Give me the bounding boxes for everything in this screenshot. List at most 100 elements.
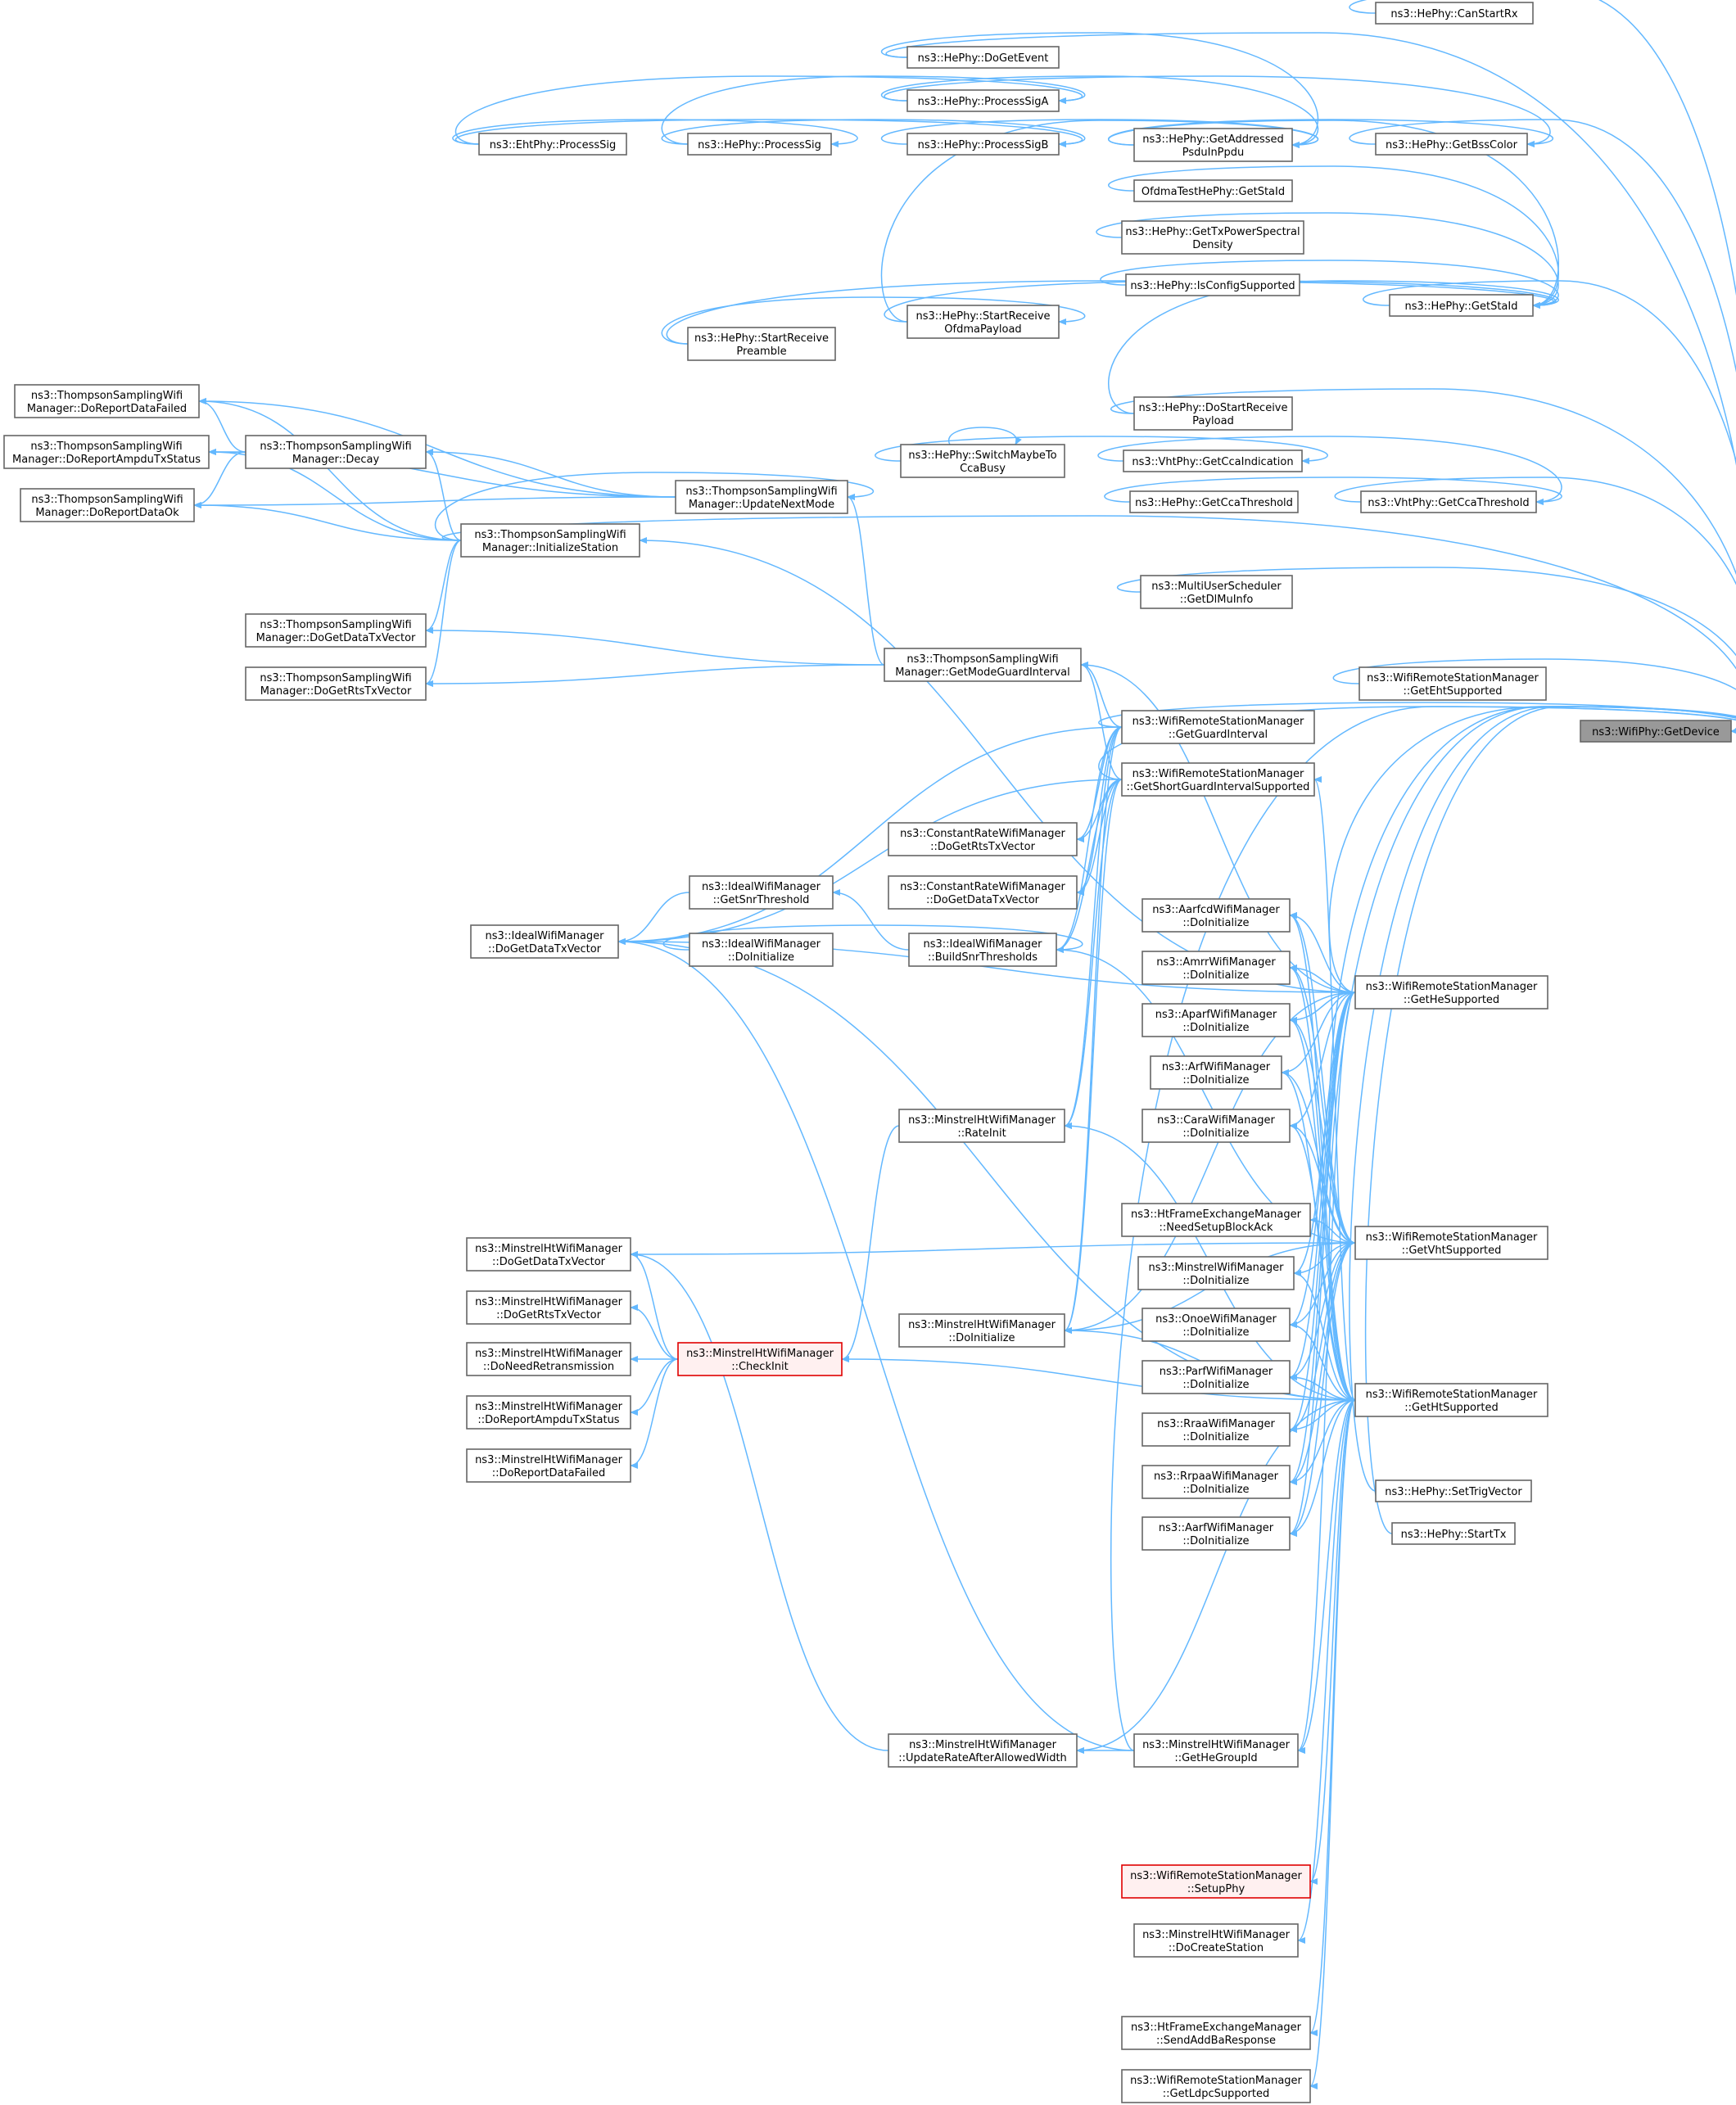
node-box (1375, 1479, 1532, 1502)
node-ideal-get-data[interactable]: ns3::IdealWifiManager::DoGetDataTxVector (470, 924, 619, 959)
node-rsm-get-ht[interactable]: ns3::WifiRemoteStationManager::GetHtSupp… (1354, 1383, 1548, 1417)
node-process-sig-a[interactable]: ns3::HePhy::ProcessSigA (906, 89, 1060, 112)
node-mht-data-failed[interactable]: ns3::MinstrelHtWifiManager::DoReportData… (466, 1448, 631, 1483)
node-mht-get-data[interactable]: ns3::MinstrelHtWifiManager::DoGetDataTxV… (466, 1237, 631, 1272)
node-ideal-get-snr[interactable]: ns3::IdealWifiManager::GetSnrThreshold (689, 875, 834, 910)
edge-rsm-get-ht-to-aparf (1289, 1017, 1356, 1401)
node-ideal-build[interactable]: ns3::IdealWifiManager::BuildSnrThreshold… (908, 933, 1057, 967)
node-is-config[interactable]: ns3::HePhy::IsConfigSupported (1125, 273, 1300, 296)
node-parf[interactable]: ns3::ParfWifiManager::DoInitialize (1142, 1360, 1291, 1394)
node-rsm-get-vht[interactable]: ns3::WifiRemoteStationManager::GetVhtSup… (1354, 1226, 1548, 1260)
node-label: ns3::HePhy::CanStartRx (1390, 8, 1517, 20)
node-can-start-rx[interactable]: ns3::HePhy::CanStartRx (1375, 2, 1534, 25)
node-box (1129, 490, 1299, 513)
node-get-bss-color[interactable]: ns3::HePhy::GetBssColor (1375, 133, 1528, 156)
node-ts-get-data[interactable]: ns3::ThompsonSamplingWifiManager::DoGetD… (245, 613, 427, 648)
node-process-sig-b[interactable]: ns3::HePhy::ProcessSigB (906, 133, 1060, 156)
node-mht-get-he-group[interactable]: ns3::MinstrelHtWifiManager::GetHeGroupId (1133, 1733, 1299, 1768)
edge-he-process-sig-to-process-sig-b (661, 119, 1086, 147)
node-rsm-get-sgi[interactable]: ns3::WifiRemoteStationManager::GetShortG… (1121, 762, 1315, 797)
node-he-get-cca-thr[interactable]: ns3::HePhy::GetCcaThreshold (1129, 490, 1299, 513)
edge-switch-cca-to-vht-get-cca-ind (875, 436, 1328, 464)
edge-he-get-cca-thr-to-vht-get-cca-thr (1104, 477, 1562, 505)
node-mht-update-rate[interactable]: ns3::MinstrelHtWifiManager::UpdateRateAf… (888, 1733, 1078, 1768)
node-label: ns3::MinstrelHtWifiManager (475, 1401, 623, 1413)
edge-rsm-get-he-to-arf (1281, 992, 1356, 1076)
node-ideal-do-init[interactable]: ns3::IdealWifiManager::DoInitialize (689, 933, 834, 967)
edge-ts-get-mode-to-ts-update-next (847, 494, 885, 666)
node-ts-get-mode[interactable]: ns3::ThompsonSamplingWifiManager::GetMod… (884, 648, 1082, 682)
node-ts-data-ok[interactable]: ns3::ThompsonSamplingWifiManager::DoRepo… (20, 488, 195, 522)
edge-rsm-get-ht-to-mht-check-init (841, 1356, 1356, 1401)
node-root[interactable]: ns3::WifiPhy::GetDevice (1580, 720, 1732, 743)
node-cr-get-data[interactable]: ns3::ConstantRateWifiManager::DoGetDataT… (888, 875, 1078, 910)
node-box (1359, 666, 1547, 701)
node-label: ::RateInit (957, 1127, 1006, 1140)
node-ts-update-next[interactable]: ns3::ThompsonSamplingWifiManager::Update… (675, 480, 848, 514)
node-rsm-get-eht[interactable]: ns3::WifiRemoteStationManager::GetEhtSup… (1359, 666, 1547, 701)
node-mht-do-init[interactable]: ns3::MinstrelHtWifiManager::DoInitialize (898, 1313, 1065, 1348)
node-label: Manager::DoGetDataTxVector (256, 632, 416, 644)
node-ht-send-add-ba[interactable]: ns3::HtFrameExchangeManager::SendAddBaRe… (1121, 2016, 1311, 2050)
node-ts-init-station[interactable]: ns3::ThompsonSamplingWifiManager::Initia… (460, 523, 640, 558)
node-label: ns3::IdealWifiManager (923, 938, 1042, 951)
node-box (1142, 898, 1291, 933)
node-minstrel-init[interactable]: ns3::MinstrelWifiManager::DoInitialize (1137, 1256, 1295, 1290)
node-aparf[interactable]: ns3::AparfWifiManager::DoInitialize (1142, 1003, 1291, 1037)
node-rrpaa[interactable]: ns3::RrpaaWifiManager::DoInitialize (1142, 1465, 1291, 1499)
node-rsm-get-ldpc[interactable]: ns3::WifiRemoteStationManager::GetLdpcSu… (1121, 2069, 1311, 2103)
node-get-sta-id[interactable]: ns3::HePhy::GetStaId (1389, 294, 1534, 317)
node-label: Manager::GetModeGuardInterval (895, 666, 1070, 679)
node-box (1123, 449, 1303, 472)
node-rsm-setup-phy[interactable]: ns3::WifiRemoteStationManager::SetupPhy (1121, 1864, 1311, 1899)
node-eht-process-sig[interactable]: ns3::EhtPhy::ProcessSig (478, 133, 627, 156)
node-onoe[interactable]: ns3::OnoeWifiManager::DoInitialize (1142, 1308, 1291, 1342)
node-mht-ampdu[interactable]: ns3::MinstrelHtWifiManager::DoReportAmpd… (466, 1395, 631, 1430)
node-amrr[interactable]: ns3::AmrrWifiManager::DoInitialize (1142, 951, 1291, 985)
node-label: ns3::MinstrelHtWifiManager (686, 1348, 834, 1360)
node-ht-need-setup[interactable]: ns3::HtFrameExchangeManager::NeedSetupBl… (1121, 1203, 1311, 1237)
edge-rsm-get-ht-to-rrpaa (1289, 1399, 1356, 1485)
node-rsm-get-gi[interactable]: ns3::WifiRemoteStationManager::GetGuardI… (1121, 710, 1315, 744)
edge-rsm-get-gi-to-root (1098, 702, 1736, 734)
node-mht-check-init[interactable]: ns3::MinstrelHtWifiManager::CheckInit (677, 1342, 843, 1376)
node-aarfcd[interactable]: ns3::AarfcdWifiManager::DoInitialize (1142, 898, 1291, 933)
node-cara[interactable]: ns3::CaraWifiManager::DoInitialize (1142, 1109, 1291, 1143)
node-arf[interactable]: ns3::ArfWifiManager::DoInitialize (1150, 1055, 1282, 1090)
node-label: Payload (1192, 415, 1234, 427)
node-mht-get-rts[interactable]: ns3::MinstrelHtWifiManager::DoGetRtsTxVe… (466, 1290, 631, 1325)
node-aarf[interactable]: ns3::AarfWifiManager::DoInitialize (1142, 1516, 1291, 1551)
node-box (3, 435, 210, 469)
node-mht-do-create[interactable]: ns3::MinstrelHtWifiManager::DoCreateStat… (1133, 1923, 1299, 1958)
node-ts-ampdu[interactable]: ns3::ThompsonSamplingWifiManager::DoRepo… (3, 435, 210, 469)
node-mht-rate-init[interactable]: ns3::MinstrelHtWifiManager::RateInit (898, 1109, 1065, 1143)
node-rsm-get-he[interactable]: ns3::WifiRemoteStationManager::GetHeSupp… (1354, 975, 1548, 1010)
node-box (900, 444, 1065, 478)
node-vht-get-cca-ind[interactable]: ns3::VhtPhy::GetCcaIndication (1123, 449, 1303, 472)
node-label: Manager::DoReportDataFailed (27, 403, 187, 415)
node-rraa[interactable]: ns3::RraaWifiManager::DoInitialize (1142, 1412, 1291, 1447)
node-label: ns3::OnoeWifiManager (1155, 1313, 1277, 1326)
edge-rsm-get-vht-to-amrr (1289, 964, 1356, 1244)
node-he-process-sig[interactable]: ns3::HePhy::ProcessSig (687, 133, 832, 156)
node-he-start-tx[interactable]: ns3::HePhy::StartTx (1391, 1522, 1516, 1545)
node-ofdma-get-sta-id[interactable]: OfdmaTestHePhy::GetStaId (1133, 179, 1293, 202)
node-cr-get-rts[interactable]: ns3::ConstantRateWifiManager::DoGetRtsTx… (888, 822, 1078, 856)
node-do-get-event[interactable]: ns3::HePhy::DoGetEvent (906, 46, 1060, 69)
node-mu-get-dl-mu[interactable]: ns3::MultiUserScheduler::GetDlMuInfo (1140, 575, 1293, 609)
node-ts-get-rts[interactable]: ns3::ThompsonSamplingWifiManager::DoGetR… (245, 666, 427, 701)
node-label: ns3::AarfcdWifiManager (1152, 904, 1280, 916)
node-he-set-trig[interactable]: ns3::HePhy::SetTrigVector (1375, 1479, 1532, 1502)
edge-rsm-get-sgi-to-ideal-build (1056, 779, 1123, 953)
node-mht-need-retr[interactable]: ns3::MinstrelHtWifiManager::DoNeedRetran… (466, 1342, 631, 1376)
node-ts-data-failed[interactable]: ns3::ThompsonSamplingWifiManager::DoRepo… (14, 384, 200, 418)
edge-rsm-get-ht-to-mht-get-he-group (1297, 1399, 1356, 1754)
node-vht-get-cca-thr[interactable]: ns3::VhtPhy::GetCcaThreshold (1360, 490, 1537, 513)
